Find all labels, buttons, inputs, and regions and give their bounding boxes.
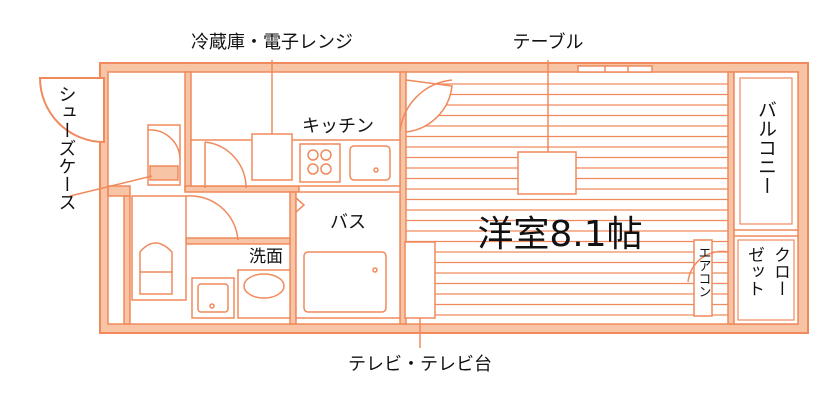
label-balcony: バルコニー — [755, 100, 777, 195]
entrance-door — [38, 77, 105, 144]
window — [577, 65, 653, 73]
balcony — [733, 71, 799, 231]
table — [517, 151, 577, 195]
label-washbasin: 洗面 — [249, 247, 283, 267]
leader-lines — [69, 60, 549, 348]
label-kitchen: キッチン — [302, 116, 374, 137]
kitchen-counter — [190, 133, 401, 189]
closet — [687, 235, 799, 325]
label-table: テーブル — [513, 31, 584, 53]
label-bath: バス — [330, 212, 366, 233]
label-tv: テレビ・テレビ台 — [348, 354, 492, 375]
interior-walls — [107, 71, 735, 325]
tv-stand — [404, 241, 436, 319]
room-floor — [406, 83, 728, 316]
shoe-case — [107, 124, 181, 196]
washbasin — [191, 269, 291, 319]
label-shoe-case: シューズケース — [56, 85, 77, 211]
label-fridge-range: 冷蔵庫・電子レンジ — [191, 32, 353, 53]
label-closet-line1: クロー — [770, 246, 790, 297]
label-aircon: エアコン — [696, 246, 711, 298]
room-door — [399, 79, 453, 133]
bathroom — [295, 191, 401, 319]
aircon — [693, 239, 713, 317]
toilet — [131, 195, 239, 301]
label-closet-line2: ゼット — [744, 246, 764, 297]
label-room: 洋室8.1帖 — [477, 214, 642, 255]
